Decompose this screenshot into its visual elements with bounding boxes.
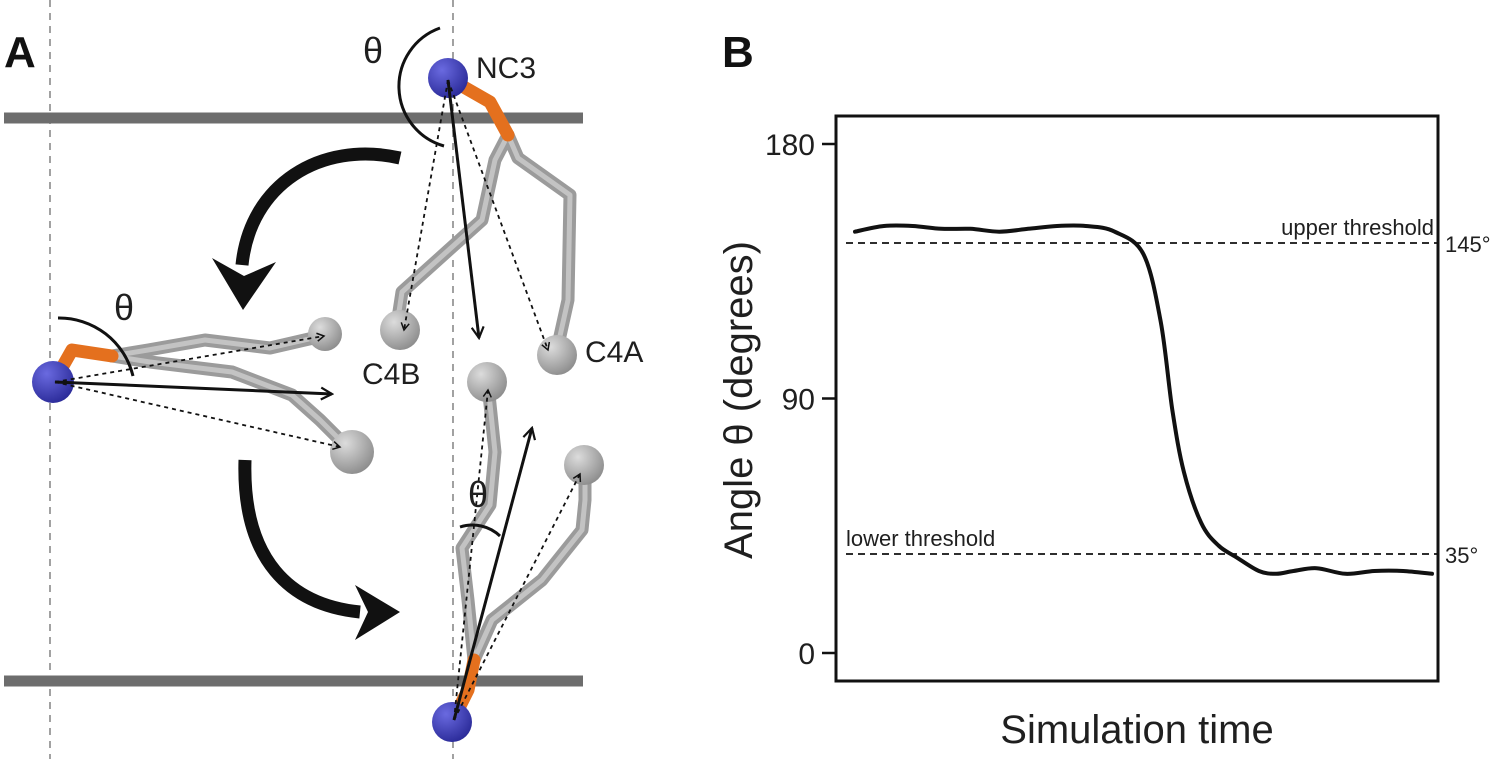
theta-arc-top — [397, 26, 445, 148]
orientation-vector-middle — [54, 380, 332, 394]
lipid-top-tails — [391, 128, 577, 352]
y-axis-ticks: 0 90 180 — [765, 129, 836, 671]
atom-label-nc3: NC3 — [476, 52, 536, 85]
orientation-vector-top — [446, 79, 479, 338]
bead-middle-c4b — [308, 317, 342, 351]
lipid-middle: θ — [32, 287, 374, 474]
panel-b-label: B — [722, 28, 754, 77]
theta-arc-middle — [57, 316, 135, 377]
panel-b: B 0 90 180 upper threshold 145° lower thre… — [717, 28, 1491, 752]
theta-arc-bottom — [459, 523, 502, 538]
theta-label-bottom: θ — [468, 474, 488, 515]
bead-nc3-top — [428, 58, 468, 98]
bead-c4b — [380, 310, 420, 350]
bead-nc3-middle — [32, 361, 74, 403]
y-tick-label: 0 — [798, 638, 815, 671]
bead-middle-c4a — [330, 430, 374, 474]
upper-threshold-value: 145° — [1445, 232, 1491, 257]
flip-arrow-upper — [212, 147, 402, 310]
plot-frame — [834, 114, 1440, 683]
panel-a-label: A — [4, 28, 36, 77]
bead-bottom-c4b — [467, 362, 507, 402]
y-axis-title: Angle θ (degrees) — [717, 241, 761, 559]
y-tick-label: 90 — [782, 384, 815, 417]
theta-label-top: θ — [363, 30, 383, 71]
bead-nc3-bottom — [432, 702, 472, 742]
angle-series-line — [853, 223, 1434, 576]
x-axis-title: Simulation time — [1000, 708, 1273, 752]
flip-arrow-lower — [238, 459, 400, 640]
lipid-bottom: θ — [432, 362, 604, 742]
lower-threshold-label: lower threshold — [846, 526, 995, 551]
theta-label-middle: θ — [114, 287, 134, 328]
bead-c4a — [537, 335, 577, 375]
atom-label-c4b: C4B — [362, 358, 420, 391]
lower-threshold-value: 35° — [1445, 543, 1478, 568]
panel-a: A — [4, 0, 643, 759]
lipid-top: θ NC3 C4B C4A — [362, 26, 643, 391]
atom-label-c4a: C4A — [585, 336, 643, 369]
bead-bottom-c4a — [564, 445, 604, 485]
upper-threshold-label: upper threshold — [1281, 215, 1434, 240]
orientation-vector-bottom — [452, 428, 532, 721]
y-tick-label: 180 — [765, 129, 815, 162]
